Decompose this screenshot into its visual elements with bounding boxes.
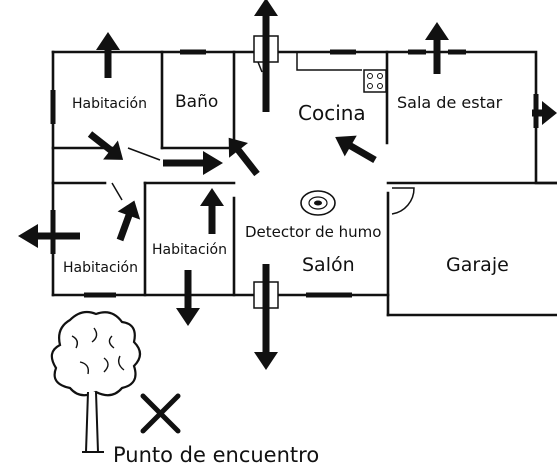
label-smoke-detector: Detector de humo xyxy=(245,223,381,241)
arrow-curved-icon xyxy=(228,137,260,177)
label-salon: Salón xyxy=(302,254,355,276)
room-labels: Habitación Baño Cocina Sala de estar Hab… xyxy=(63,92,509,467)
interior-walls xyxy=(51,50,415,297)
arrow-up-icon xyxy=(425,22,449,74)
meeting-point-x-icon xyxy=(140,393,181,434)
evacuation-arrows xyxy=(18,0,557,370)
label-bedroom-top: Habitación xyxy=(72,96,147,112)
arrow-diagonal-icon xyxy=(87,131,124,160)
label-meeting-point: Punto de encuentro xyxy=(113,443,319,467)
arrow-down-icon xyxy=(254,264,278,370)
arrow-down-icon xyxy=(176,270,200,326)
label-bathroom: Baño xyxy=(175,92,218,112)
arrow-left-icon xyxy=(18,224,80,248)
label-bedroom-mid: Habitación xyxy=(152,242,227,258)
tree-icon xyxy=(50,310,142,453)
door-bedroom-left xyxy=(111,182,123,201)
arrow-up-icon xyxy=(96,32,120,78)
door-kitchen-top xyxy=(257,61,263,73)
label-living-room: Sala de estar xyxy=(397,93,503,112)
door-bedroom-top xyxy=(127,147,161,161)
arrow-up-icon xyxy=(200,188,224,234)
label-garage: Garaje xyxy=(446,254,509,276)
door-garage xyxy=(391,187,415,215)
label-bedroom-left: Habitación xyxy=(63,260,138,276)
arrow-right-icon xyxy=(532,101,557,125)
arrow-curved-icon xyxy=(335,135,377,164)
stove-icon xyxy=(363,69,387,93)
arrow-right-icon xyxy=(163,151,223,175)
smoke-detector-icon xyxy=(300,190,336,216)
arrow-up-icon xyxy=(254,0,278,112)
label-kitchen: Cocina xyxy=(298,101,366,125)
kitchen-counter xyxy=(296,52,362,71)
arrow-up-icon xyxy=(116,200,141,242)
